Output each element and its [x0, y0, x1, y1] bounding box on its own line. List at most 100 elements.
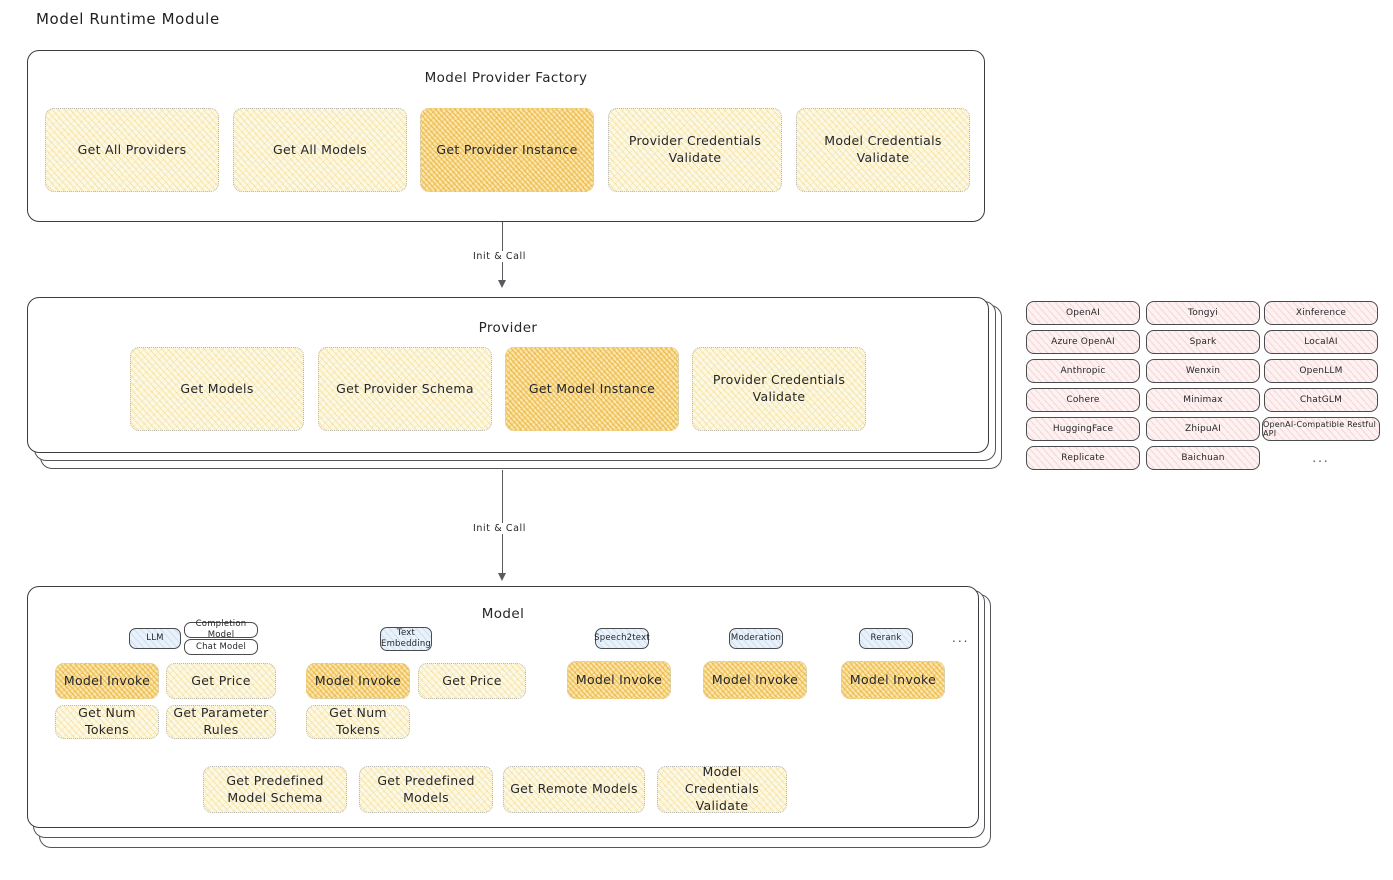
method-label: Get Num Tokens	[78, 705, 136, 737]
provider-pill-openllm[interactable]: OpenLLM	[1264, 359, 1378, 383]
provider-box-label: Provider Credentials Validate	[712, 372, 846, 404]
provider-pill-label: OpenAI	[1065, 308, 1101, 318]
method-label: Model Invoke	[63, 672, 151, 688]
provider-pill-label: ChatGLM	[1299, 395, 1343, 405]
provider-pill-label: Anthropic	[1060, 366, 1106, 376]
provider-pill-label: Wenxin	[1185, 366, 1221, 376]
provider-pill-replicate[interactable]: Replicate	[1026, 446, 1140, 470]
provider-pill-label: Spark	[1189, 337, 1217, 347]
provider-pill-localai[interactable]: LocalAI	[1264, 330, 1378, 354]
method-label: Model Invoke	[849, 671, 937, 687]
provider-pill-label: ZhipuAI	[1185, 424, 1221, 434]
provider-pill-wenxin[interactable]: Wenxin	[1146, 359, 1260, 383]
provider-pill-tongyi[interactable]: Tongyi	[1146, 301, 1260, 325]
model-common-method-get-remote-models[interactable]: Get Remote Models	[503, 766, 645, 813]
arrow-1-label: Init & Call	[470, 251, 529, 262]
model-type-badge-label: LLM	[146, 633, 164, 644]
provider-pill-spark[interactable]: Spark	[1146, 330, 1260, 354]
speech2text-method-model-invoke[interactable]: Model Invoke	[567, 661, 671, 699]
model-type-badge-label: Text Embedding	[381, 628, 432, 649]
provider-box-get-models[interactable]: Get Models	[130, 347, 304, 431]
provider-pill-azure-openai[interactable]: Azure OpenAI	[1026, 330, 1140, 354]
provider-pill-anthropic[interactable]: Anthropic	[1026, 359, 1140, 383]
provider-box-get-model-instance[interactable]: Get Model Instance	[505, 347, 679, 431]
provider-box-label: Get Model Instance	[528, 380, 656, 396]
method-label: Model Invoke	[575, 671, 663, 687]
factory-box-provider-credentials-validate[interactable]: Provider Credentials Validate	[608, 108, 782, 192]
model-common-method-model-credentials-validate[interactable]: Model Credentials Validate	[657, 764, 787, 813]
provider-title: Provider	[478, 320, 538, 336]
model-common-method-get-predefined-model-schema[interactable]: Get Predefined Model Schema	[203, 766, 347, 813]
arrow-2-label: Init & Call	[470, 523, 529, 534]
provider-box-provider-credentials-validate[interactable]: Provider Credentials Validate	[692, 347, 866, 431]
method-label: Model Credentials Validate	[684, 764, 760, 813]
provider-pill-label: LocalAI	[1304, 337, 1338, 347]
provider-pill-label: HuggingFace	[1052, 424, 1114, 434]
provider-box-label: Get Provider Schema	[336, 380, 474, 396]
model-types-more-indicator: ...	[952, 631, 970, 645]
text-embedding-method-model-invoke[interactable]: Model Invoke	[306, 663, 410, 699]
provider-pill-huggingface[interactable]: HuggingFace	[1026, 417, 1140, 441]
text-embedding-method-get-num-tokens[interactable]: Get Num Tokens	[306, 705, 410, 739]
llm-method-get-price[interactable]: Get Price	[166, 663, 276, 699]
provider-pill-label: Replicate	[1061, 453, 1105, 463]
provider-box-label: Get Models	[180, 380, 254, 396]
method-label: Get Predefined Models	[377, 772, 475, 805]
factory-box-label: Get Provider Instance	[436, 141, 578, 157]
provider-pill-label: Baichuan	[1181, 453, 1225, 463]
provider-pill-zhipuai[interactable]: ZhipuAI	[1146, 417, 1260, 441]
model-title: Model	[481, 606, 525, 622]
provider-pill-chatglm[interactable]: ChatGLM	[1264, 388, 1378, 412]
provider-pill-xinference[interactable]: Xinference	[1264, 301, 1378, 325]
provider-pill-label: Azure OpenAI	[1051, 337, 1115, 347]
model-type-badge-rerank[interactable]: Rerank	[859, 628, 913, 649]
page-title: Model Runtime Module	[36, 10, 220, 28]
llm-method-get-num-tokens[interactable]: Get Num Tokens	[55, 705, 159, 739]
model-sub-badge-completion-model[interactable]: Completion Model	[184, 619, 258, 640]
factory-box-get-provider-instance[interactable]: Get Provider Instance	[420, 108, 594, 192]
provider-pill-openai[interactable]: OpenAI	[1026, 301, 1140, 325]
model-sub-badge-label: Chat Model	[195, 641, 247, 652]
method-label: Get Parameter Rules	[173, 705, 269, 737]
method-label: Get Num Tokens	[329, 705, 387, 737]
rerank-method-model-invoke[interactable]: Model Invoke	[841, 661, 945, 699]
llm-method-model-invoke[interactable]: Model Invoke	[55, 663, 159, 699]
method-label: Get Predefined Model Schema	[226, 772, 324, 805]
moderation-method-model-invoke[interactable]: Model Invoke	[703, 661, 807, 699]
method-label: Model Invoke	[314, 672, 402, 688]
model-type-badge-speech2text[interactable]: Speech2text	[594, 628, 650, 649]
factory-box-label: Get All Providers	[77, 141, 187, 157]
factory-box-label: Provider Credentials Validate	[628, 133, 762, 165]
arrow-2-head	[498, 573, 506, 581]
provider-pill-openai-compatible-restful-api[interactable]: OpenAI-Compatible Restful API	[1262, 417, 1380, 441]
text-embedding-method-get-price[interactable]: Get Price	[418, 663, 526, 699]
factory-box-get-all-providers[interactable]: Get All Providers	[45, 108, 219, 192]
provider-pill-label: Minimax	[1183, 395, 1223, 405]
method-label: Model Invoke	[711, 671, 799, 687]
factory-box-label: Model Credentials Validate	[824, 133, 942, 165]
factory-box-model-credentials-validate[interactable]: Model Credentials Validate	[796, 108, 970, 192]
method-label: Get Remote Models	[510, 781, 638, 797]
method-label: Get Price	[191, 672, 251, 688]
provider-pill-label: ...	[1312, 451, 1330, 465]
model-common-method-get-predefined-models[interactable]: Get Predefined Models	[359, 766, 493, 813]
model-type-badge-llm[interactable]: LLM	[129, 628, 181, 649]
provider-pill-baichuan[interactable]: Baichuan	[1146, 446, 1260, 470]
model-type-badge-text-embedding[interactable]: Text Embedding	[380, 627, 432, 651]
model-type-badge-moderation[interactable]: Moderation	[729, 628, 783, 649]
model-sub-badge-chat-model[interactable]: Chat Model	[184, 639, 258, 655]
provider-pill-label: Xinference	[1295, 308, 1347, 318]
llm-method-get-parameter-rules[interactable]: Get Parameter Rules	[166, 705, 276, 739]
provider-pill-more: ...	[1264, 446, 1378, 470]
provider-box-get-provider-schema[interactable]: Get Provider Schema	[318, 347, 492, 431]
factory-box-label: Get All Models	[273, 141, 367, 157]
model-type-badge-label: Rerank	[870, 633, 902, 644]
provider-pill-minimax[interactable]: Minimax	[1146, 388, 1260, 412]
provider-pill-label: Tongyi	[1188, 308, 1218, 318]
model-sub-badge-label: Completion Model	[195, 619, 247, 640]
provider-pill-cohere[interactable]: Cohere	[1026, 388, 1140, 412]
provider-pill-label: OpenAI-Compatible Restful API	[1263, 420, 1376, 438]
factory-box-get-all-models[interactable]: Get All Models	[233, 108, 407, 192]
model-type-badge-label: Moderation	[730, 633, 782, 644]
model-type-badge-label: Speech2text	[594, 633, 650, 644]
